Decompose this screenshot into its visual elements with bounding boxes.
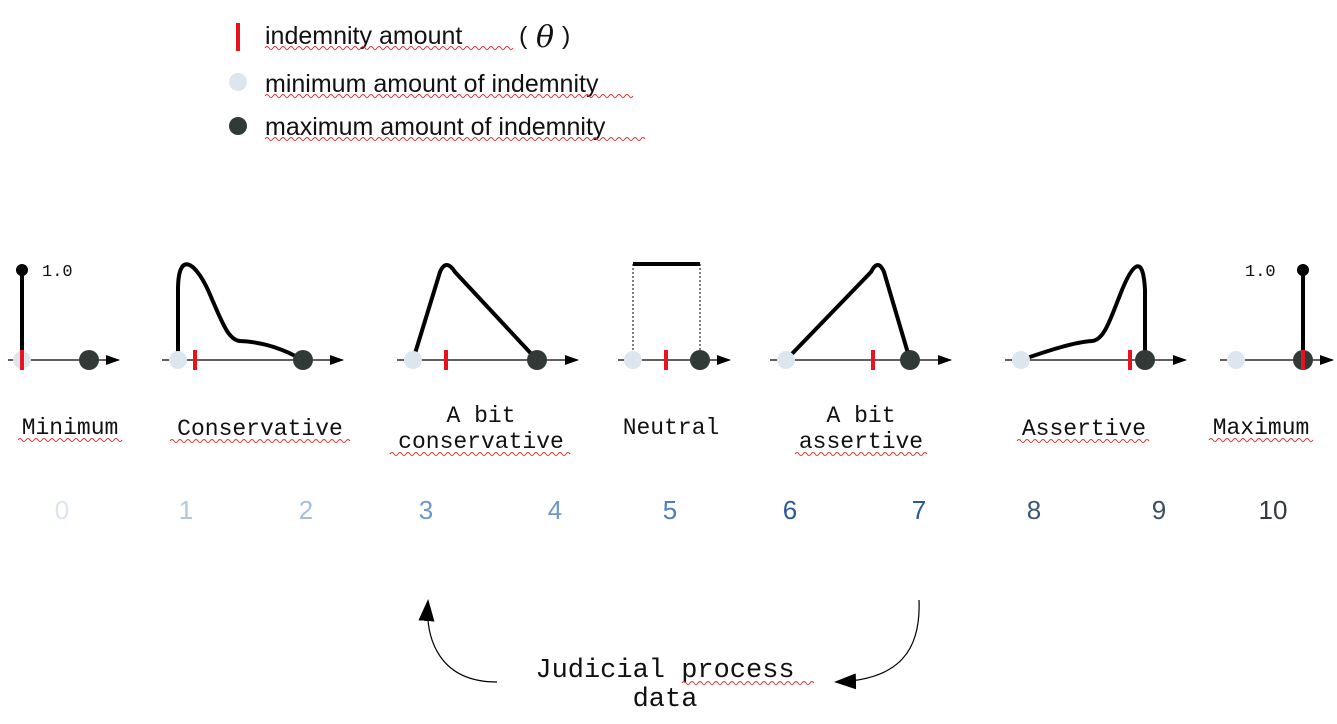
value-label: 1.0 (1245, 263, 1276, 282)
indemnity-marker (1301, 350, 1305, 370)
legend-open-paren: ( (519, 22, 528, 50)
numeric-scale: 0 1 2 3 4 5 6 7 8 9 10 (55, 495, 1288, 525)
distribution-curve (176, 262, 304, 362)
indemnity-marker (1128, 350, 1132, 370)
spellcheck-underline (17, 438, 123, 442)
label-bit-conservative-line2: conservative (398, 429, 564, 455)
profile-conservative (162, 262, 344, 370)
judicial-process-source: Judicial process data (418, 599, 920, 715)
min-dot-icon (229, 73, 247, 91)
min-dot (1227, 351, 1245, 369)
indemnity-marker (20, 350, 24, 370)
scale-3: 3 (419, 495, 433, 525)
source-label-line1: Judicial process (535, 656, 794, 686)
legend-indemnity-label: indemnity amount (265, 22, 462, 50)
indemnity-marker (664, 350, 668, 370)
indemnity-marker (193, 350, 197, 370)
value-label: 1.0 (42, 263, 73, 282)
scale-10: 10 (1259, 495, 1288, 525)
max-dot (79, 350, 99, 370)
scale-5: 5 (663, 495, 677, 525)
spellcheck-underline (681, 681, 815, 685)
legend: indemnity amount ( θ ) minimum amount of… (229, 20, 646, 141)
spellcheck-underline (169, 439, 351, 443)
profile-maximum: 1.0 (1220, 263, 1334, 370)
label-minimum: Minimum (22, 415, 119, 441)
legend-theta-symbol: θ (536, 20, 554, 55)
min-dot (169, 351, 187, 369)
indemnity-marker-icon (236, 23, 240, 51)
min-dot (404, 351, 422, 369)
label-neutral: Neutral (623, 415, 720, 441)
min-dot (777, 351, 795, 369)
arrow-from-bit-assertive (834, 599, 920, 690)
spellcheck-underline (264, 137, 646, 141)
legend-minimum-label: minimum amount of indemnity (265, 70, 599, 98)
legend-close-paren: ) (562, 22, 570, 50)
label-assertive: Assertive (1022, 416, 1146, 442)
max-dot (527, 350, 547, 370)
scale-0: 0 (55, 495, 69, 525)
label-maximum: Maximum (1213, 415, 1310, 441)
spike-top-dot (16, 264, 28, 276)
profile-neutral (618, 262, 731, 370)
label-conservative: Conservative (177, 416, 343, 442)
scale-9: 9 (1152, 495, 1166, 525)
max-dot (690, 350, 710, 370)
spellcheck-underline (1016, 439, 1150, 443)
profile-minimum: 1.0 (8, 263, 120, 370)
profile-bit-assertive (770, 263, 952, 370)
scale-4: 4 (548, 495, 562, 525)
scale-2: 2 (299, 495, 313, 525)
max-dot (293, 350, 313, 370)
max-dot (1135, 350, 1155, 370)
label-bit-assertive-line2: assertive (799, 429, 923, 455)
scale-8: 8 (1027, 495, 1041, 525)
profile-assertive (1005, 264, 1187, 370)
arrow-to-bit-conservative (418, 599, 498, 683)
max-dot (900, 350, 920, 370)
scale-7: 7 (912, 495, 926, 525)
label-bit-conservative-line1: A bit (446, 403, 515, 429)
distribution-curve (411, 263, 539, 362)
indemnity-marker (444, 350, 448, 370)
scale-1: 1 (179, 495, 193, 525)
max-dot-icon (229, 117, 247, 135)
legend-maximum-label: maximum amount of indemnity (265, 113, 606, 141)
profile-bit-conservative (397, 263, 579, 370)
spellcheck-underline (264, 94, 634, 98)
min-dot (1012, 351, 1030, 369)
spike-top-dot (1297, 264, 1309, 276)
distribution-curve (784, 263, 912, 362)
profile-labels: Minimum Conservative A bit conservative … (17, 403, 1314, 456)
spellcheck-underline (264, 46, 514, 50)
label-bit-assertive-line1: A bit (826, 403, 895, 429)
source-label-line2: data (633, 685, 698, 715)
spellcheck-underline (794, 452, 928, 456)
distribution-curve (1020, 264, 1147, 362)
spellcheck-underline (1208, 438, 1314, 442)
scale-6: 6 (783, 495, 797, 525)
spellcheck-underline (389, 452, 571, 456)
min-dot (624, 351, 642, 369)
indemnity-marker (871, 350, 875, 370)
